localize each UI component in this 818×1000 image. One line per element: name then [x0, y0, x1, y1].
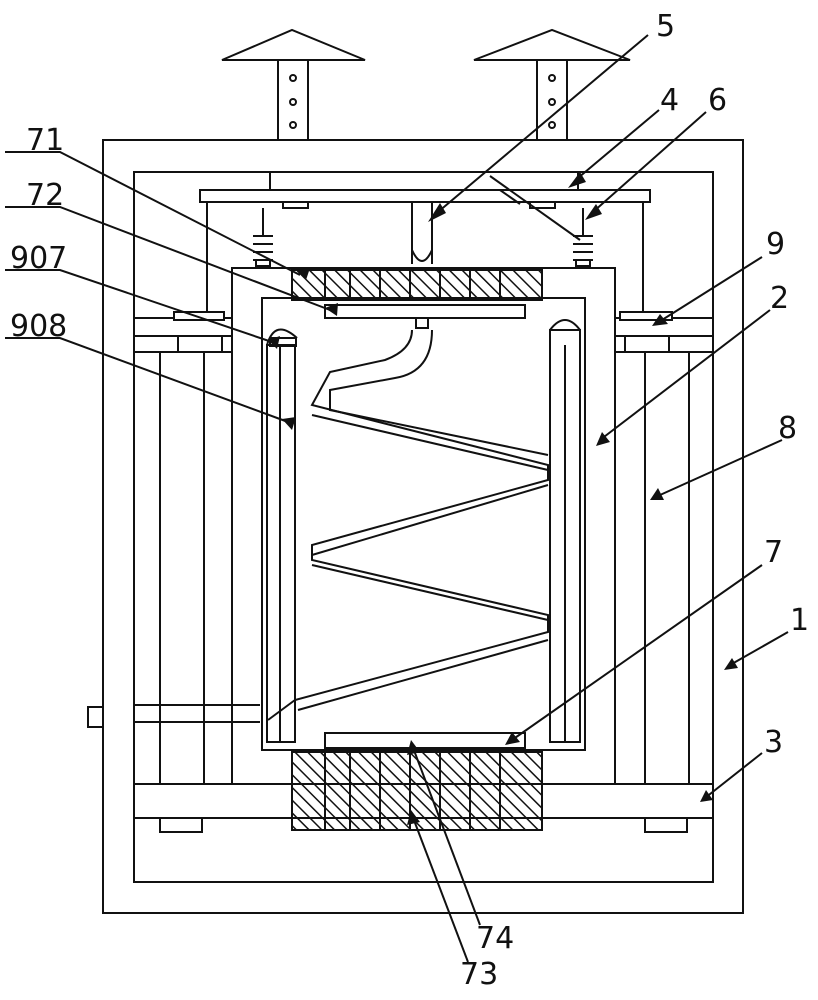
right-tube — [549, 319, 581, 743]
left-vent-cap — [221, 28, 366, 141]
label-908: 908 — [10, 309, 67, 344]
spring-right — [573, 208, 593, 267]
left-tube — [266, 328, 298, 743]
label-6: 6 — [708, 83, 727, 118]
label-8: 8 — [778, 411, 797, 446]
center-pipe — [411, 202, 433, 264]
label-4: 4 — [660, 83, 679, 118]
label-73: 73 — [460, 957, 498, 992]
spring-left — [253, 208, 273, 267]
label-1: 1 — [790, 603, 809, 638]
label-907: 907 — [10, 241, 67, 276]
arrow-heads — [268, 172, 738, 825]
label-72: 72 — [26, 178, 64, 213]
left-support-columns — [134, 351, 232, 833]
top-plate — [291, 269, 543, 329]
coil — [87, 329, 549, 728]
label-9: 9 — [766, 227, 785, 262]
label-2: 2 — [770, 281, 789, 316]
right-support-columns — [615, 351, 713, 833]
label-71: 71 — [26, 123, 64, 158]
top-bracket — [199, 172, 651, 318]
label-7: 7 — [764, 535, 783, 570]
base-plate — [133, 783, 714, 819]
side-bracket-left — [133, 311, 233, 353]
right-vent-cap — [473, 28, 631, 141]
label-5: 5 — [656, 9, 675, 44]
outer-housing — [102, 139, 744, 914]
label-3: 3 — [764, 725, 783, 760]
leader-lines — [5, 34, 789, 963]
label-74: 74 — [476, 921, 514, 956]
